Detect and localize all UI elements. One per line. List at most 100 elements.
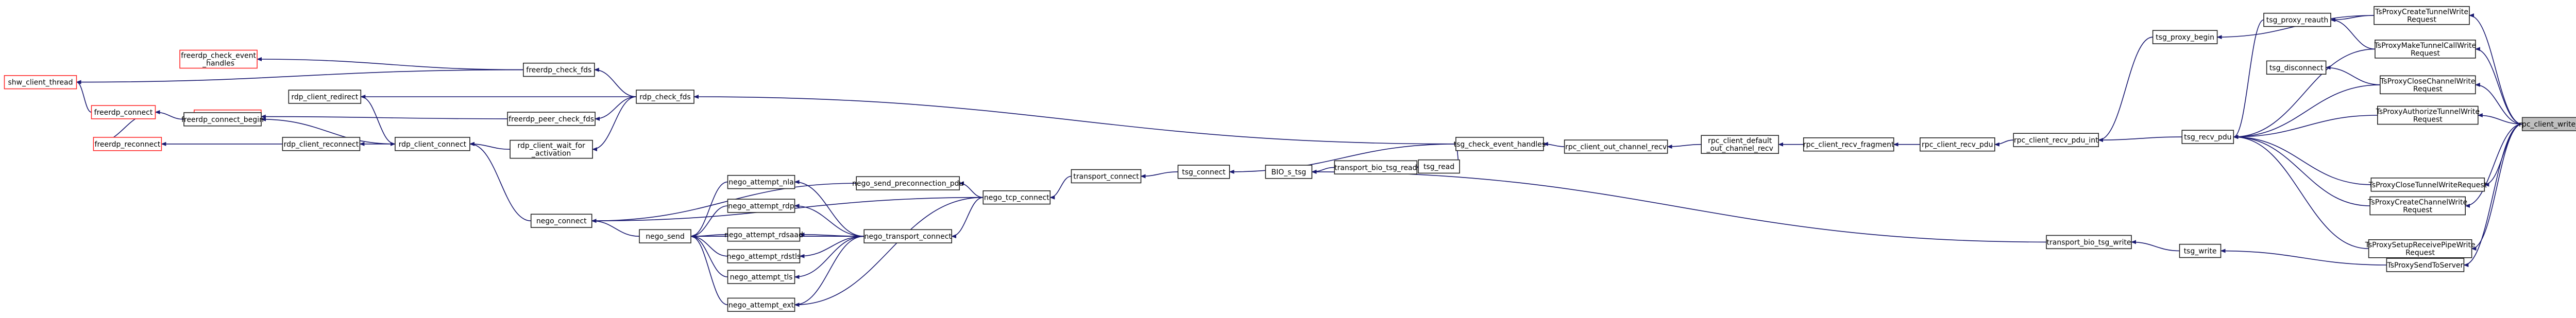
edge-nego-transport-connect-to-nego-attempt-rdp bbox=[794, 204, 865, 237]
node-label: nego_attempt_rdp bbox=[728, 202, 794, 210]
node-tsproxyclosetunnelwriterequest[interactable]: TsProxyCloseTunnelWriteRequest bbox=[2368, 178, 2487, 192]
node-box bbox=[2379, 75, 2476, 95]
node-nego-attempt-rdsaad[interactable]: nego_attempt_rdsaad bbox=[724, 227, 803, 242]
node-tsg-write[interactable]: tsg_write bbox=[2179, 243, 2222, 258]
node-label: Request bbox=[2413, 116, 2443, 124]
node-box bbox=[1803, 137, 1894, 152]
edge-rpc-client-recv-pdu-int-to-rpc-client-recv-pdu bbox=[1994, 139, 2014, 147]
edge-freerdp-connect-begin-to-freerdp-connect bbox=[155, 110, 184, 120]
edge-tsg-proxy-reauth-to-tsg-recv-pdu bbox=[2233, 19, 2264, 139]
node-nego-attempt-tls[interactable]: nego_attempt_tls bbox=[727, 270, 795, 284]
edge-nego-send-preconnection-pdu-to-nego-connect bbox=[591, 183, 857, 223]
node-nego-connect[interactable]: nego_connect bbox=[530, 214, 592, 228]
node-nego-send[interactable]: nego_send bbox=[639, 229, 691, 243]
node-label: tsg_proxy_reauth bbox=[2266, 16, 2329, 25]
node-rpc-client-recv-pdu[interactable]: rpc_client_recv_pdu bbox=[1920, 137, 1995, 152]
edge-transport-bio-tsg-read-to-bio-s-tsg bbox=[1311, 167, 1335, 174]
node-box bbox=[2521, 117, 2576, 131]
edge-rdp-check-fds-to-rdp-client-wait-for-activation bbox=[592, 96, 637, 152]
edge-rdp-client-connect-to-freerdp-connect-begin bbox=[261, 117, 395, 145]
node-nego-tcp-connect[interactable]: nego_tcp_connect bbox=[982, 190, 1051, 205]
node-tsg-proxy-begin[interactable]: tsg_proxy_begin bbox=[2152, 30, 2218, 44]
node-tsg-disconnect[interactable]: tsg_disconnect bbox=[2266, 60, 2327, 75]
node-label: freerdp_reconnect bbox=[95, 140, 161, 149]
node-tsg-proxy-reauth[interactable]: tsg_proxy_reauth bbox=[2263, 12, 2331, 27]
node-freerdp-check-fds[interactable]: freerdp_check_fds bbox=[522, 62, 595, 77]
node-label: freerdp_connect_begin bbox=[181, 116, 264, 124]
node-rdp-client-redirect[interactable]: rdp_client_redirect bbox=[288, 90, 362, 104]
node-nego-attempt-ext[interactable]: nego_attempt_ext bbox=[727, 297, 795, 312]
node-freerdp-connect[interactable]: freerdp_connect bbox=[91, 105, 156, 119]
node-transport-bio-tsg-write[interactable]: transport_bio_tsg_write bbox=[2046, 235, 2132, 250]
node-rdp-client-wait-for-activation[interactable]: rdp_client_wait_for_activation bbox=[510, 139, 593, 159]
node-label: tsg_disconnect bbox=[2269, 64, 2324, 72]
node-box bbox=[183, 112, 262, 127]
node-tsg-recv-pdu[interactable]: tsg_recv_pdu bbox=[2181, 130, 2234, 144]
node-box bbox=[2370, 178, 2485, 192]
node-tsg-connect[interactable]: tsg_connect bbox=[1177, 165, 1230, 179]
node-rpc-client-out-channel-recv[interactable]: rpc_client_out_channel_recv bbox=[1564, 139, 1668, 154]
edge-tsproxysetupreceivepipewriterequest-to-tsg-recv-pdu bbox=[2233, 135, 2369, 249]
node-rpc-client-recv-pdu-int[interactable]: rpc_client_recv_pdu_int bbox=[2013, 133, 2099, 147]
node-rdp-check-fds[interactable]: rdp_check_fds bbox=[636, 90, 694, 104]
edge-nego-attempt-rdstls-to-nego-send bbox=[690, 234, 728, 257]
edge-rdp-client-wait-for-activation-to-rdp-client-connect bbox=[469, 142, 511, 150]
node-rpc-client-recv-fragment[interactable]: rpc_client_recv_fragment bbox=[1803, 137, 1894, 152]
node-bio-s-tsg[interactable]: BIO_s_tsg bbox=[1265, 165, 1313, 179]
node-tsg-check-event-handles[interactable]: tsg_check_event_handles bbox=[1454, 137, 1546, 151]
node-freerdp-check-event-handles[interactable]: freerdp_check_event_handles bbox=[179, 49, 258, 69]
node-box bbox=[522, 62, 595, 77]
node-label: tsg_write bbox=[2184, 248, 2217, 256]
node-nego-attempt-nla[interactable]: nego_attempt_nla bbox=[727, 174, 795, 189]
node-tsg-read[interactable]: tsg_read bbox=[1418, 159, 1460, 174]
edge-rdp-check-fds-to-freerdp-peer-check-fds bbox=[595, 96, 637, 121]
node-box bbox=[2266, 60, 2327, 75]
node-box bbox=[856, 176, 960, 190]
node-box bbox=[1701, 135, 1779, 154]
node-nego-send-preconnection-pdu[interactable]: nego_send_preconnection_pdu bbox=[852, 176, 963, 190]
node-transport-connect[interactable]: transport_connect bbox=[1071, 169, 1142, 184]
edge-nego-connect-to-rdp-client-connect bbox=[469, 142, 531, 221]
node-rpc-client-default-out-channel-recv[interactable]: rpc_client_default_out_channel_recv bbox=[1701, 135, 1779, 154]
node-nego-attempt-rdp[interactable]: nego_attempt_rdp bbox=[727, 199, 795, 213]
edge-tsg-write-to-transport-bio-tsg-write bbox=[2131, 240, 2180, 252]
node-transport-bio-tsg-read[interactable]: transport_bio_tsg_read bbox=[1334, 160, 1418, 174]
edge-nego-transport-connect-to-nego-attempt-rdstls bbox=[799, 236, 865, 258]
node-box bbox=[91, 105, 156, 119]
node-freerdp-peer-check-fds[interactable]: freerdp_peer_check_fds bbox=[507, 112, 596, 126]
node-freerdp-reconnect[interactable]: freerdp_reconnect bbox=[93, 137, 162, 151]
node-freerdp-connect-begin[interactable]: freerdp_connect_begin bbox=[181, 112, 264, 127]
node-nego-transport-connect[interactable]: nego_transport_connect bbox=[863, 229, 952, 243]
node-label: rdp_client_connect bbox=[399, 140, 467, 149]
node-box bbox=[4, 75, 77, 90]
edge-tsg-recv-pdu-to-rpc-client-recv-pdu-int bbox=[2098, 136, 2182, 143]
node-rdp-client-connect[interactable]: rdp_client_connect bbox=[395, 137, 470, 151]
node-box bbox=[727, 249, 801, 263]
node-label: tsg_recv_pdu bbox=[2184, 133, 2231, 142]
node-label: rdp_client_redirect bbox=[291, 93, 358, 101]
node-label: rdp_client_reconnect bbox=[284, 140, 359, 149]
edge-nego-transport-connect-to-nego-attempt-nla bbox=[794, 180, 865, 237]
edge-transport-connect-to-nego-tcp-connect bbox=[1049, 175, 1072, 200]
node-rdp-client-reconnect[interactable]: rdp_client_reconnect bbox=[282, 137, 361, 151]
node-box bbox=[1418, 159, 1460, 174]
node-show-client-thread[interactable]: shw_client_thread bbox=[4, 75, 77, 90]
node-box bbox=[639, 229, 691, 243]
edge-tsproxyclosetunnelwriterequest-to-tsg-recv-pdu bbox=[2233, 135, 2371, 185]
node-box bbox=[1920, 137, 1995, 152]
node-label: freerdp_connect bbox=[94, 109, 153, 117]
node-label: rpc_client_recv_fragment bbox=[1803, 141, 1894, 149]
node-nego-attempt-rdstls[interactable]: nego_attempt_rdstls bbox=[727, 249, 801, 263]
node-box bbox=[2013, 133, 2099, 147]
edge-nego-transport-connect-to-nego-attempt-tls bbox=[794, 236, 865, 279]
node-tsproxysendtoserver[interactable]: TsProxySendToServer bbox=[2386, 258, 2465, 272]
node-label: rpc_client_default bbox=[1708, 137, 1772, 145]
node-target[interactable]: rpc_client_write_call bbox=[2519, 117, 2576, 131]
node-box bbox=[2386, 258, 2465, 272]
